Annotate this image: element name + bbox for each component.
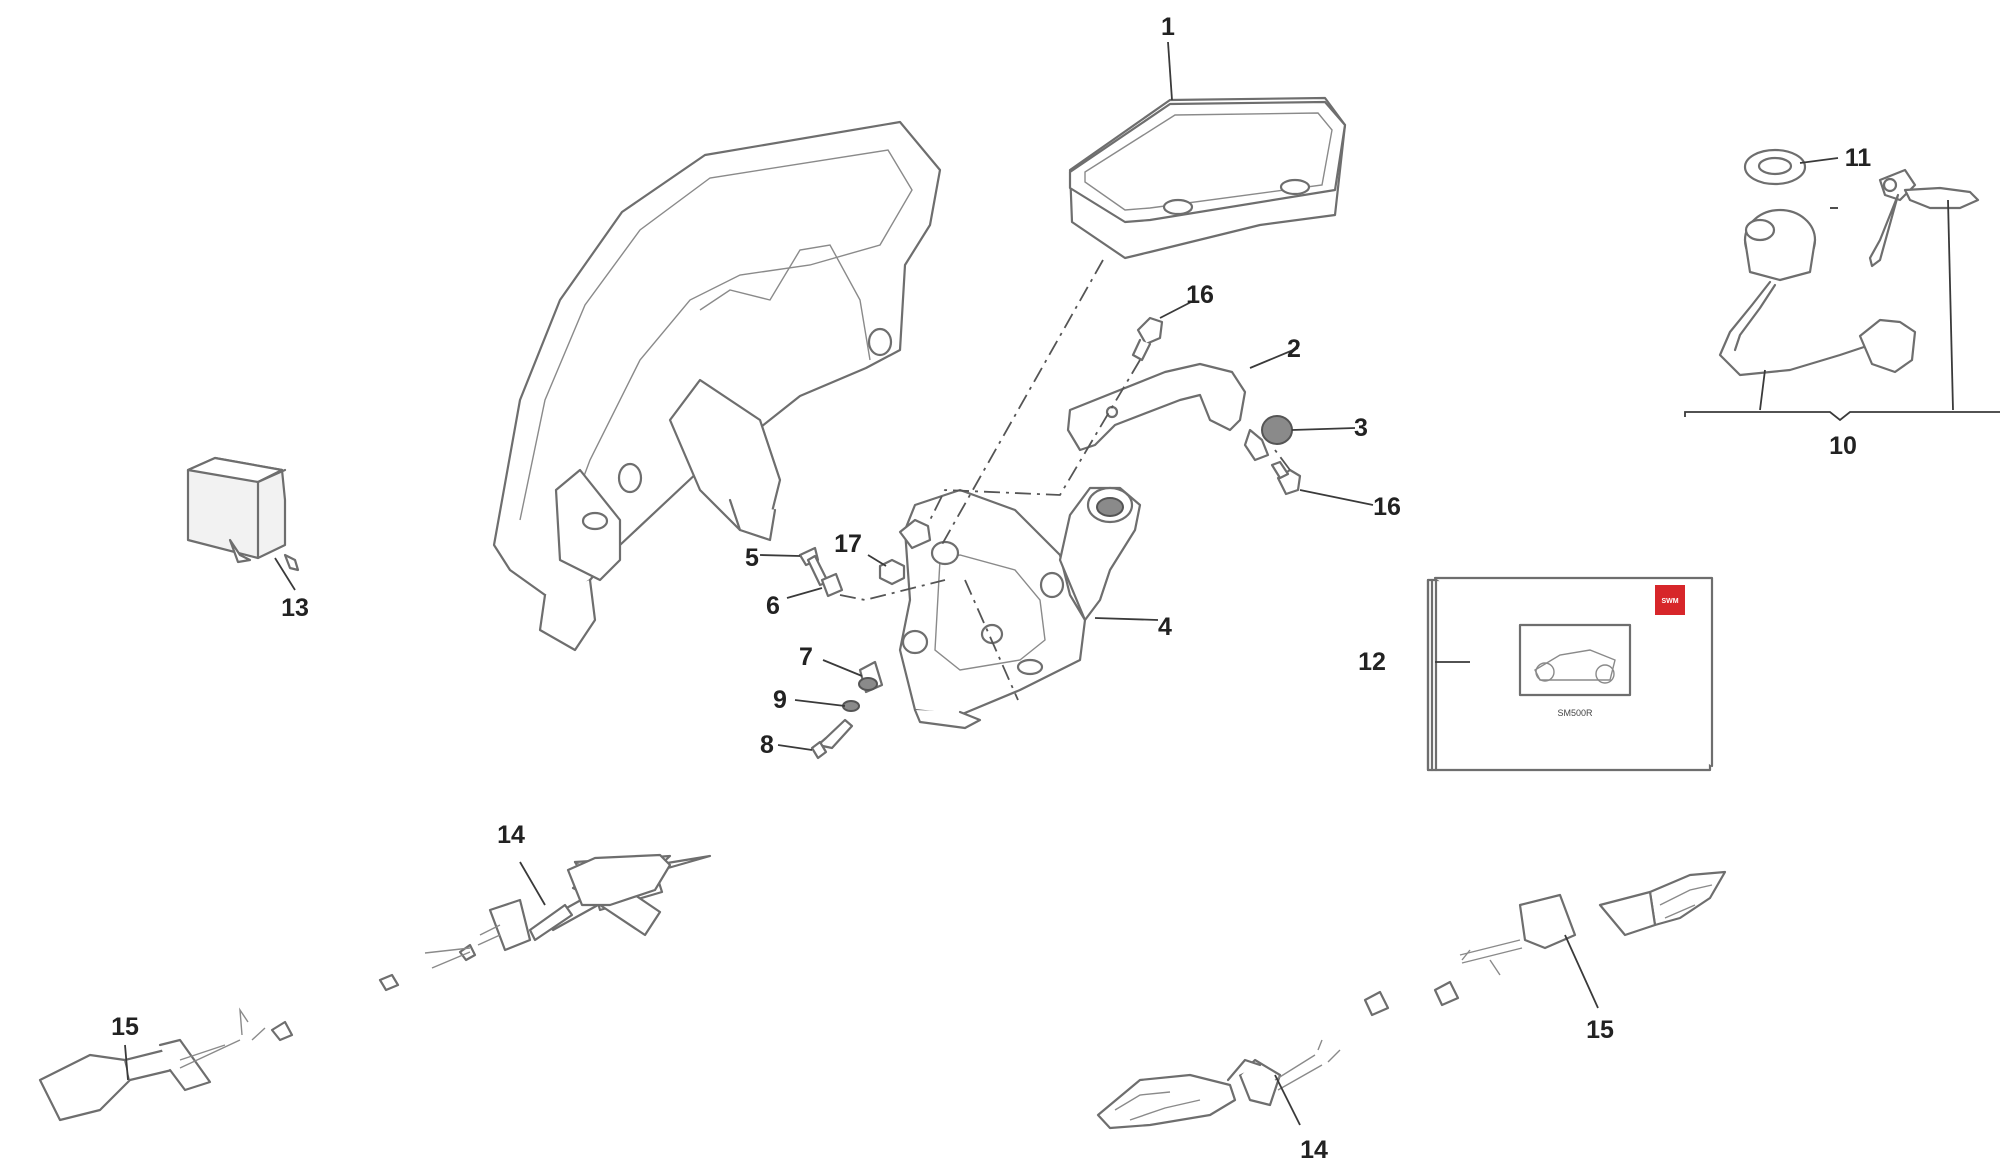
headlight-mount-part-4 [898,486,1142,730]
callout-9: 9 [773,686,787,714]
callout-2: 2 [1287,335,1301,363]
callout-15-left: 15 [111,1013,139,1041]
callout-16-upper: 16 [1186,281,1214,309]
callout-13: 13 [281,594,309,622]
callout-16-lower: 16 [1373,493,1401,521]
callout-1: 1 [1161,13,1175,41]
warning-light-part-3 [1243,415,1293,462]
callout-12: 12 [1358,648,1386,676]
owner-manual-part-12: SWM SM500R [1426,576,1714,772]
grommet-part-7 [858,660,884,694]
callout-labels: 1 16 2 3 16 4 17 5 6 7 9 8 11 10 12 13 1… [111,13,1871,1164]
callout-11: 11 [1845,144,1872,172]
key-ring-part-11 [1743,148,1807,186]
instrument-cluster [1068,96,1347,260]
bolt-part-16-upper [1131,316,1164,362]
callout-6: 6 [766,592,780,620]
bracket-10 [1684,411,2000,422]
callout-17: 17 [834,530,862,558]
callout-14-lower: 14 [1300,1136,1328,1164]
bolt-part-16-lower [1270,460,1302,496]
callout-10: 10 [1829,432,1857,460]
turn-signal-14-upper-lens [566,853,672,907]
callout-4: 4 [1158,613,1172,641]
callout-15-right: 15 [1586,1016,1614,1044]
callout-14-upper: 14 [497,821,525,849]
callout-3: 3 [1354,414,1368,442]
assembly-line-3 [964,579,1019,701]
keys-part-10 [1868,168,1980,268]
assembly-line-1 [939,259,1104,549]
assembly-line-4 [839,579,946,601]
manual-model-label: SM500R [1557,708,1593,718]
callout-5: 5 [745,544,759,572]
assembly-line-2 [929,359,1141,521]
leader-lines [124,41,1954,1126]
swm-logo-text: SWM [1661,598,1678,605]
turn-signal-15-right [1433,870,1727,1007]
callout-8: 8 [760,731,774,759]
turn-signal-14-lower [1096,990,1390,1130]
callout-7: 7 [799,643,813,671]
flasher-relay-part-13 [186,456,300,572]
ignition-lock-part-10 [1718,208,1917,377]
assembly-line-5 [1274,449,1291,471]
washer-part-9 [842,700,860,712]
turn-signal-14-upper-body [477,898,574,952]
screw-part-8 [810,718,854,760]
bracket-part-2 [1066,362,1247,452]
turn-signal-15-left [38,1007,294,1122]
swm-logo [1655,585,1685,615]
spacer-part-6 [820,572,844,598]
headlight-fairing [492,120,942,652]
